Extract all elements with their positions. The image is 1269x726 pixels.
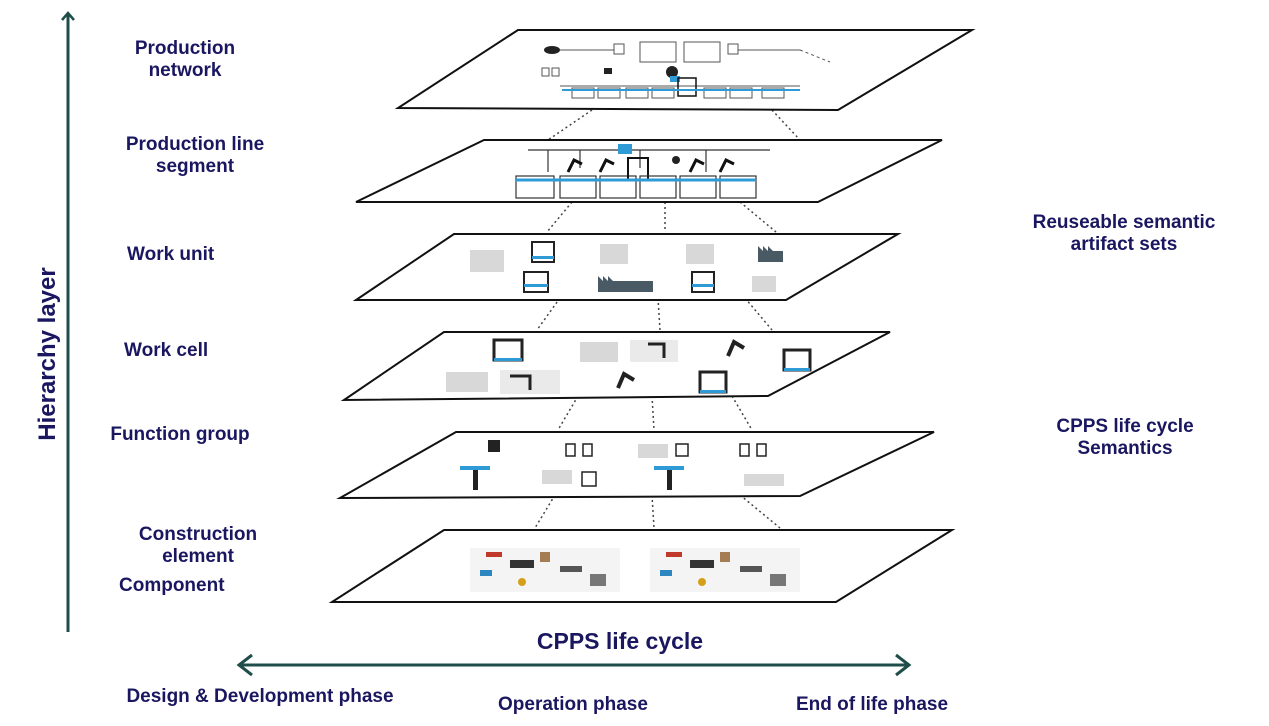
phase-operation: Operation phase: [498, 694, 648, 715]
function-group-icons: [460, 440, 784, 490]
layer-label-function-group: Function group: [110, 424, 250, 445]
phase-end-of-life: End of life phase: [796, 694, 949, 715]
layer-label-production-network: Production network: [134, 38, 236, 81]
plane-connectors: [534, 109, 801, 529]
plane-function-group: [336, 431, 935, 500]
reusable-artifacts-label: Reuseable semantic artifact sets: [1032, 212, 1216, 255]
layer-label-construction-element: Construction element: [138, 524, 258, 567]
hierarchy-axis-label: Hierarchy layer: [34, 267, 61, 441]
work-unit-icons: [470, 241, 783, 293]
lifecycle-axis-label: CPPS life cycle: [536, 628, 704, 654]
plane-work-unit: [352, 233, 902, 301]
layer-label-production-line-segment: Production line segment: [125, 134, 265, 177]
plane-production-network: [394, 29, 976, 112]
line-segment-icons: [515, 144, 770, 199]
plane-work-cell: [340, 331, 891, 402]
plane-component: [328, 529, 956, 603]
layer-label-work-unit: Work unit: [127, 244, 215, 265]
lifecycle-semantics-label: CPPS life cycle Semantics: [1056, 416, 1194, 459]
electronic-components-photo: [470, 548, 800, 592]
phase-design-development: Design & Development phase: [126, 686, 394, 707]
lifecycle-axis-arrow: [236, 653, 912, 677]
layer-label-component: Component: [119, 575, 225, 596]
network-topology-icons: [541, 41, 831, 99]
layer-label-work-cell: Work cell: [124, 340, 209, 361]
plane-production-line-segment: [355, 139, 943, 203]
robot-cell-icons: [446, 338, 812, 394]
